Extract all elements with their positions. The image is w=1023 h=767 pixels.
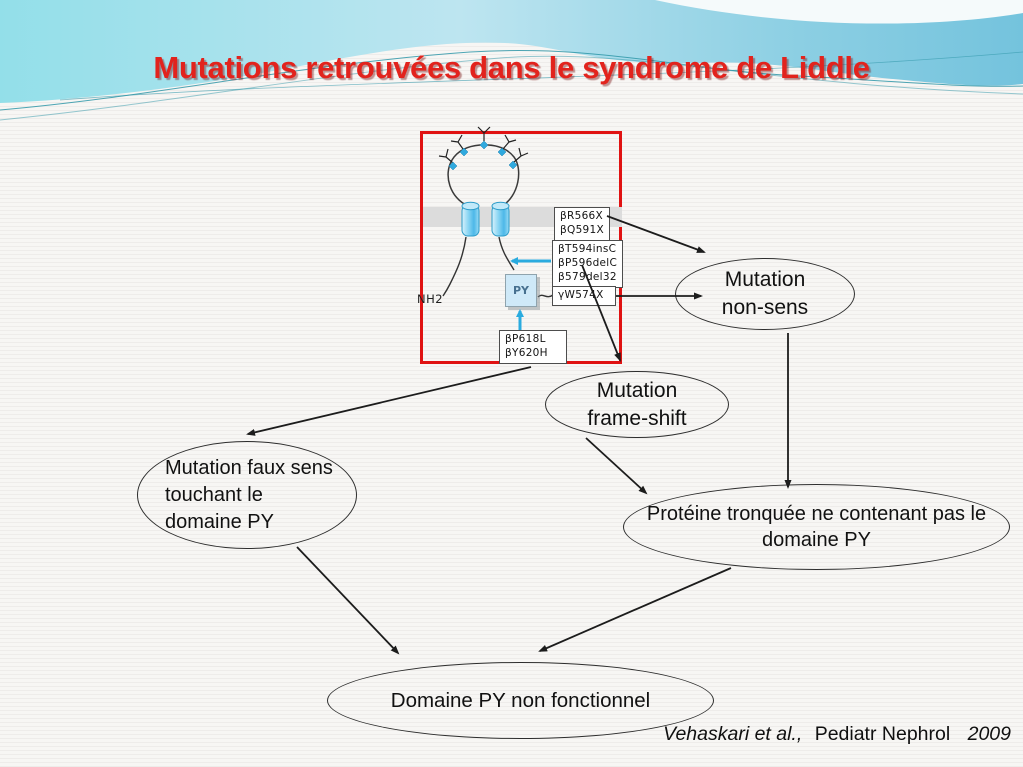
banner-wave-decoration xyxy=(0,0,1023,121)
banner-white-topright xyxy=(655,0,1023,24)
banner-blue-shape xyxy=(0,0,1023,103)
citation-journal: Pediatr Nephrol xyxy=(814,723,951,745)
page-title: Mutations retrouvées dans le syndrome de… xyxy=(153,50,870,85)
node-truncated-protein: Protéine tronquée ne contenant pas le do… xyxy=(623,484,1010,570)
mutation-label: βY620H xyxy=(505,346,548,359)
arrow-truncated-to-pydomain xyxy=(538,567,732,652)
citation: Vehaskari et al., Pediatr Nephrol 2009 xyxy=(663,723,1011,746)
citation-authors: Vehaskari et al., xyxy=(663,723,803,745)
mutation-box-missense-py: βP618L βY620H xyxy=(499,330,567,364)
citation-year: 2009 xyxy=(967,723,1011,745)
mutation-label: βP618L xyxy=(505,333,546,345)
mutation-label: γW574X xyxy=(558,289,604,301)
mutation-box-frameshift: βT594insC βP596delC β579del32 xyxy=(552,240,624,288)
mutation-label: βQ591X xyxy=(560,223,604,236)
banner-teal-lines xyxy=(0,50,1023,121)
node-mutation-missense: Mutation faux sens touchant le domaine P… xyxy=(137,441,357,549)
py-domain-box: PY xyxy=(505,274,537,307)
arrow-p618-to-missense xyxy=(246,366,532,436)
mutation-box-nonsense-upper: βR566X βQ591X xyxy=(554,207,610,241)
mutation-label: βP596delC xyxy=(558,256,618,269)
arrow-missense-to-pydomain xyxy=(296,546,400,655)
mutation-label: βR566X xyxy=(560,210,604,222)
node-mutation-nonsense: Mutation non-sens xyxy=(675,258,855,330)
arrow-frameshift-to-truncated xyxy=(585,437,648,495)
mutation-label: βT594insC xyxy=(558,243,617,255)
node-py-domain-nonfunctional: Domaine PY non fonctionnel xyxy=(327,662,714,739)
node-mutation-frameshift: Mutation frame-shift xyxy=(545,371,729,438)
nh2-terminus-label: NH2 xyxy=(417,292,444,306)
mutation-label: β579del32 xyxy=(558,270,617,283)
mutation-box-nonsense-lower: γW574X xyxy=(552,286,616,306)
